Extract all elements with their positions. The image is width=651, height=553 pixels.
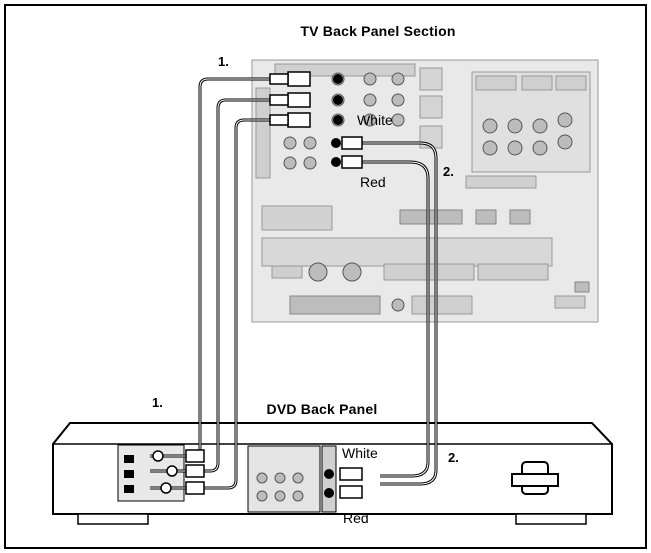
- tv-input-jacks: [331, 74, 343, 167]
- step-1-top-label: 1.: [218, 54, 229, 69]
- step-2-bottom-label: 2.: [448, 450, 459, 465]
- tv-red-label: Red: [360, 174, 386, 190]
- tv-panel-title: TV Back Panel Section: [300, 23, 455, 39]
- dvd-red-label: Red: [343, 510, 369, 526]
- dvd-white-label: White: [342, 445, 378, 461]
- tv-component-plugs: [269, 71, 311, 128]
- dvd-back-panel: [52, 422, 613, 525]
- audio-plugs: [339, 136, 363, 499]
- diagram-frame: [4, 4, 647, 549]
- step-2-top-label: 2.: [443, 164, 454, 179]
- dvd-panel-title: DVD Back Panel: [267, 401, 378, 417]
- tv-white-label: White: [357, 112, 393, 128]
- step-1-bottom-label: 1.: [152, 395, 163, 410]
- dvd-component-plugs: [152, 449, 205, 495]
